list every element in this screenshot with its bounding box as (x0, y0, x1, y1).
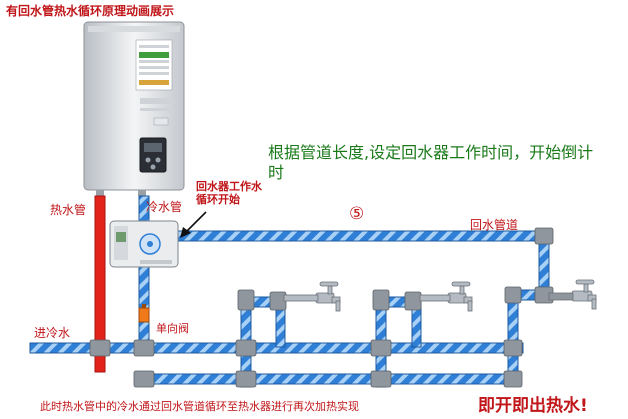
arrow-icon (180, 211, 207, 238)
timer-message: 根据管道长度,设定回水器工作时间，开始倒计时 (268, 143, 594, 182)
hot-pipe-label: 热水管 (50, 203, 87, 217)
recirculation-pump-icon (109, 220, 179, 268)
hot-water-pipe (94, 195, 106, 373)
pipe-fittings (89, 227, 554, 388)
faucet-risers (275, 302, 422, 348)
faucet-icon (447, 281, 473, 312)
cold-inlet-label: 进冷水 (34, 326, 71, 340)
check-valve-icon (138, 304, 150, 323)
faucet-icon (315, 281, 341, 312)
water-heater-icon (83, 21, 185, 196)
diagram-title: 有回水管热水循环原理动画展示 (6, 4, 175, 18)
step-number: ⑤ (349, 204, 365, 224)
footer-emphasis: 即开即出热水! (478, 396, 588, 416)
return-pipe-label: 回水管道 (470, 218, 519, 232)
cold-pipe-label: 冷水管 (146, 200, 183, 214)
footer-caption: 此时热水管中的冷水通过回水管道循环至热水器进行再次加热实现 (40, 400, 359, 413)
faucet-icon (548, 279, 597, 310)
check-valve-label: 单向阀 (156, 322, 189, 335)
faucet-connectors (283, 294, 451, 302)
pump-start-label: 回水器工作水循环开始 (196, 180, 262, 206)
